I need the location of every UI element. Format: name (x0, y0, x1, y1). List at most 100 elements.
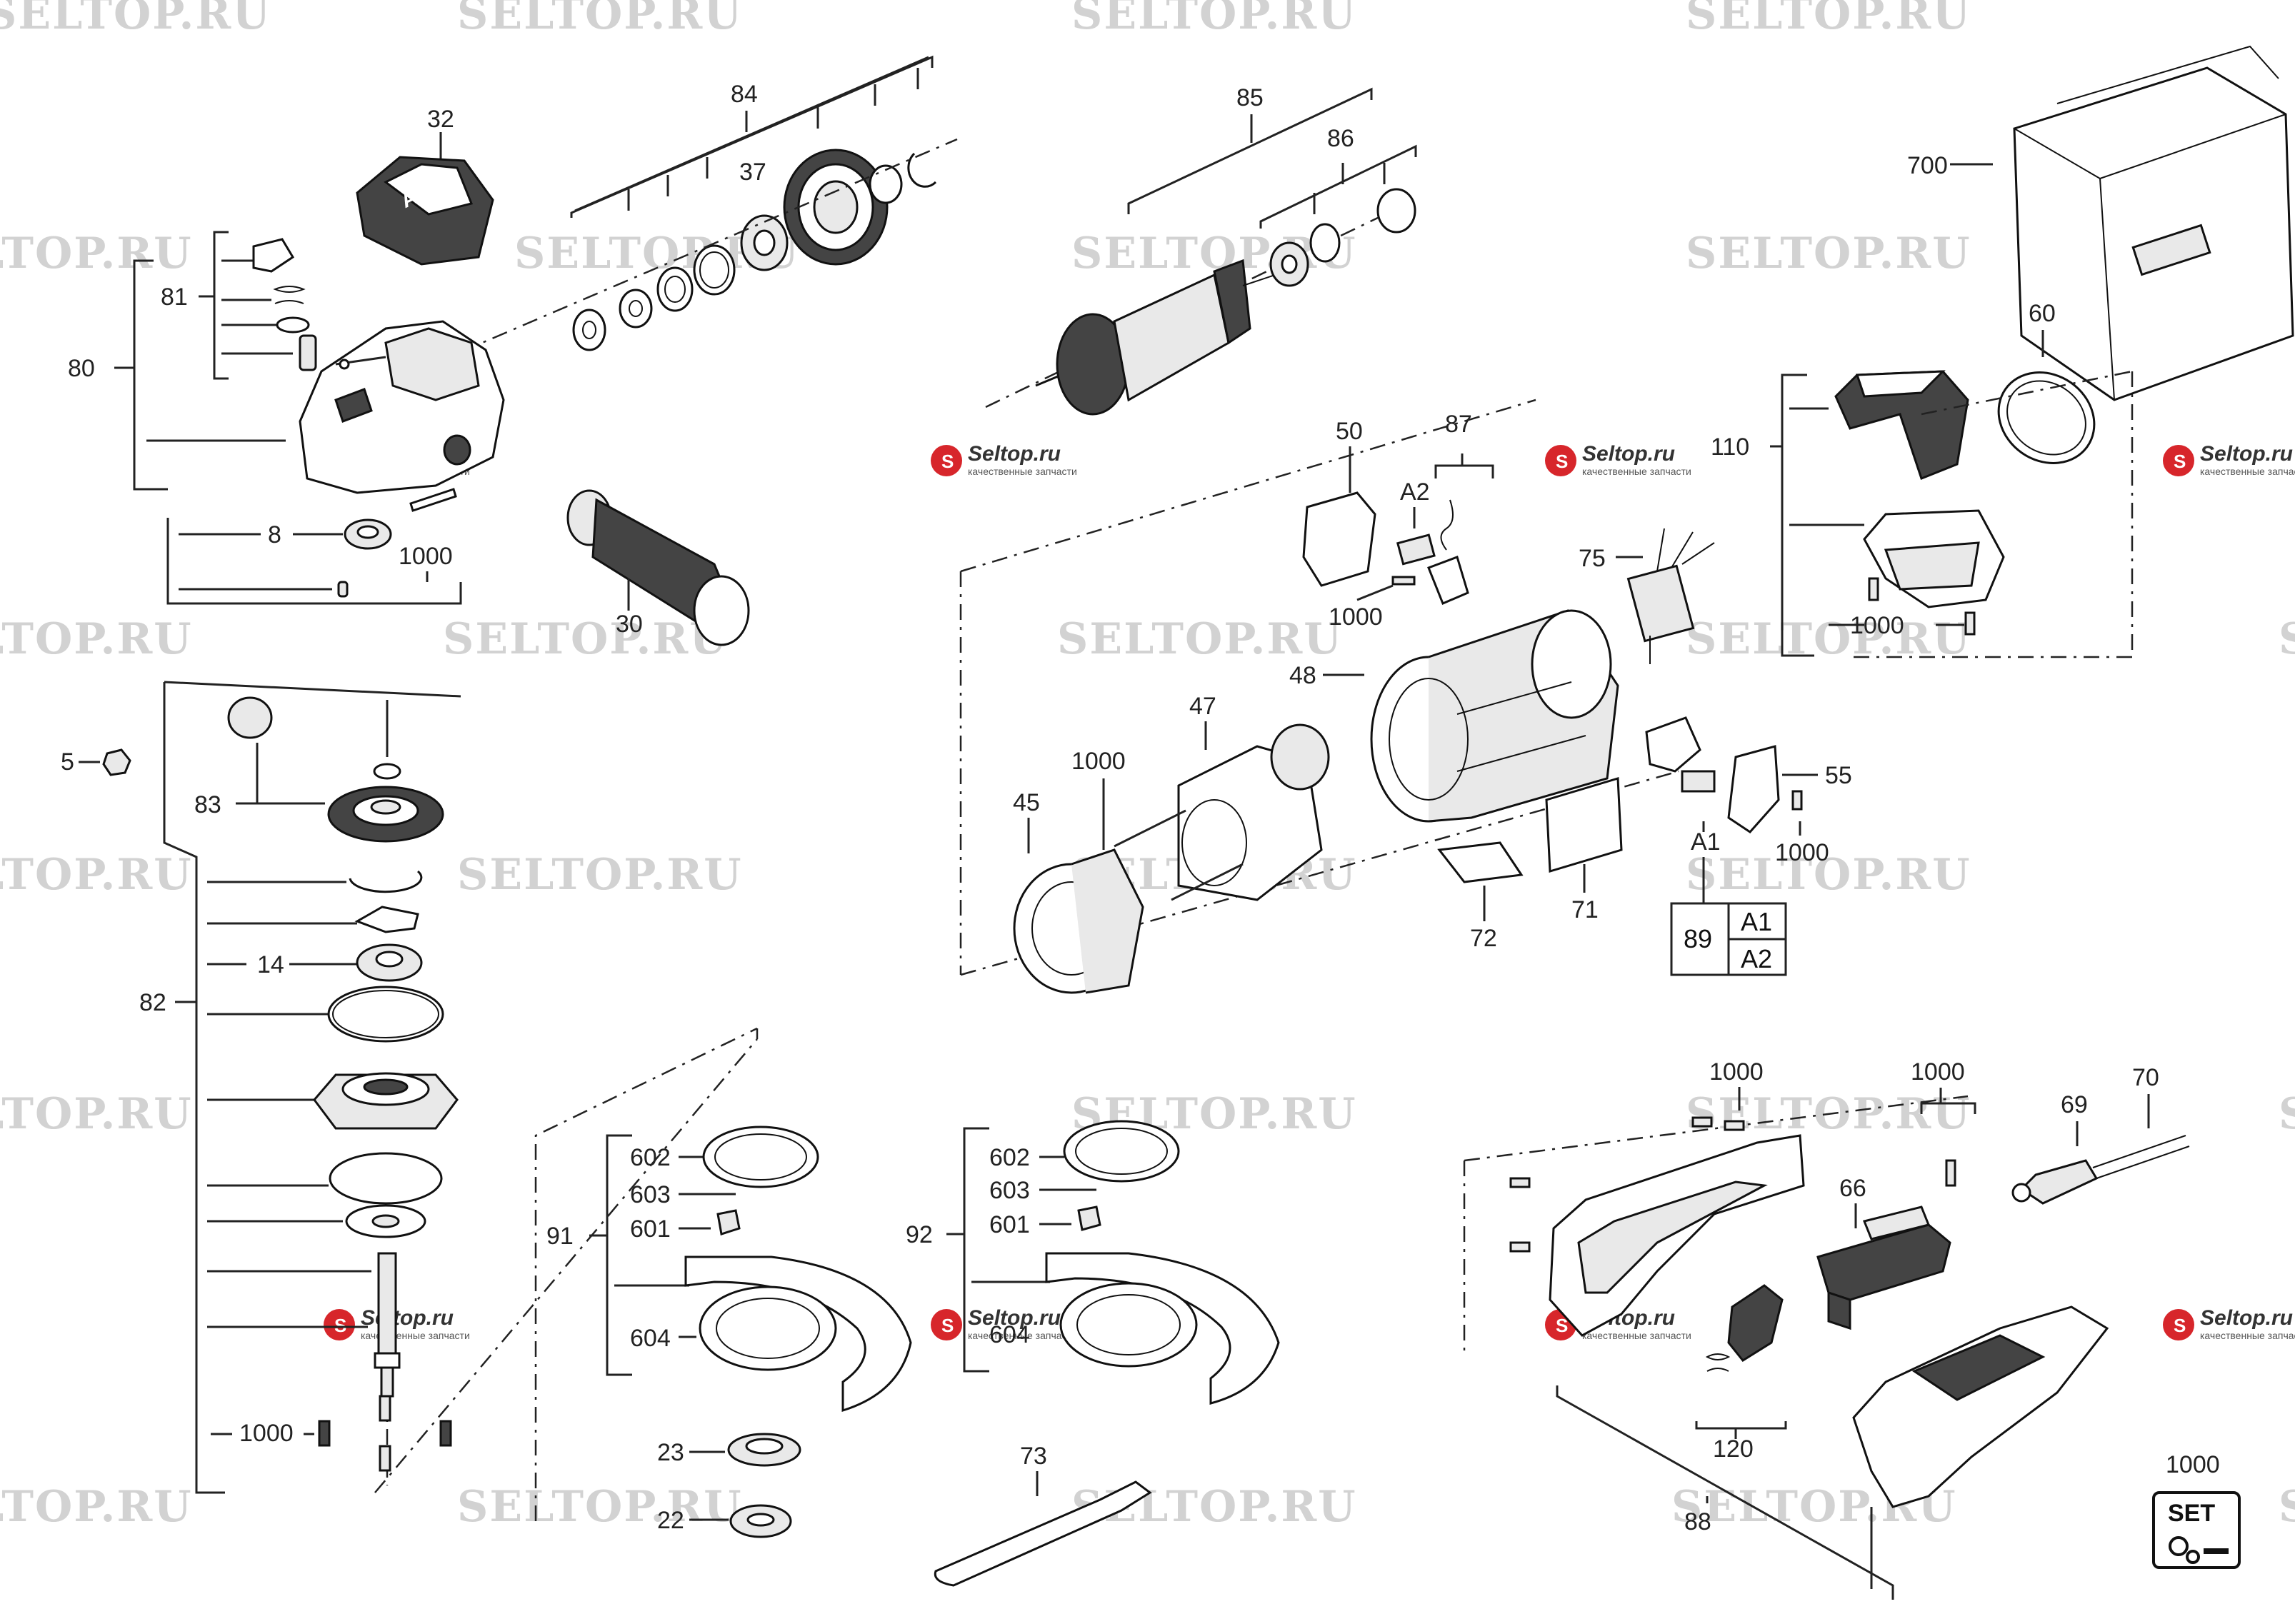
part-label-604: 604 (989, 1321, 1030, 1348)
clamp-lever-icon (716, 1209, 741, 1235)
watermark: SELTOP.RU (457, 1482, 743, 1532)
rating-label-icon (1437, 841, 1524, 883)
spring-icon (273, 286, 306, 304)
part-label-75: 75 (1579, 545, 1606, 572)
motor-cover-base-icon (1863, 509, 2005, 608)
armature-icon (1035, 259, 1286, 416)
part-label-92: 92 (906, 1221, 933, 1248)
brush-holder-plate-icon (1727, 745, 1780, 833)
logo-brand: Seltop.ru (968, 442, 1061, 466)
part-label-37: 37 (739, 159, 766, 186)
seltop-logo: S Seltop.ru качественные запчасти (2163, 1306, 2295, 1341)
logo-tagline: качественные запчасти (1582, 1330, 1691, 1341)
pin-icon (337, 581, 349, 598)
screw-icon (1868, 577, 1879, 601)
part-label-89-A2: A2 (1741, 944, 1772, 973)
part-label-1000: 1000 (2166, 1451, 2220, 1478)
logo-tagline: качественные запчасти (2200, 466, 2295, 477)
gear-cover-icon: AEG (356, 156, 494, 266)
part-label-601: 601 (989, 1211, 1030, 1238)
part-label-603: 603 (989, 1177, 1030, 1204)
switch-lever-icon (1727, 1284, 1784, 1362)
part-label-91: 91 (546, 1223, 574, 1250)
washer-icon (572, 309, 606, 351)
pinion-gear-icon (227, 696, 273, 739)
motor-cover-icon (1834, 370, 1969, 480)
spindle-group: 5 83 14 (61, 681, 759, 1494)
nut-icon (102, 748, 131, 776)
part-label-1000: 1000 (1071, 748, 1126, 775)
brush-holder-icon (1645, 716, 1701, 773)
part-label-73: 73 (1020, 1443, 1047, 1470)
screw-icon (1509, 1177, 1531, 1188)
carbon-brush-icon (1396, 533, 1436, 566)
part-label-1000: 1000 (239, 1420, 294, 1447)
part-label-50: 50 (1336, 418, 1363, 445)
guard-91-group: 91 602 603 601 604 (534, 1027, 912, 1521)
watermark: SELTOP.RU (0, 1482, 193, 1532)
spindle-icon (374, 1252, 401, 1398)
logo-brand: Seltop.ru (2200, 442, 2293, 466)
circlip-icon (373, 763, 401, 780)
part-label-66: 66 (1839, 1175, 1866, 1202)
screw-icon (409, 488, 457, 512)
screw-icon (1724, 1120, 1745, 1131)
part-label-700: 700 (1907, 152, 1948, 179)
clamp-ring-icon (1063, 1120, 1180, 1183)
cable-icon (2011, 1135, 2190, 1205)
svg-text:S: S (2174, 1315, 2186, 1336)
circlip-icon (349, 870, 423, 893)
part-label-86: 86 (1327, 125, 1354, 152)
logo-brand: Seltop.ru (2200, 1306, 2293, 1330)
ring-icon (276, 316, 310, 334)
flange-group: 23 22 73 (657, 1433, 1152, 1587)
seltop-logo: S Seltop.ru качественные запчасти (2163, 442, 2295, 477)
washer-icon (869, 164, 903, 204)
part-label-69: 69 (2061, 1091, 2088, 1118)
spring-clip-icon (1440, 499, 1454, 551)
part-label-603: 603 (630, 1181, 671, 1208)
logo-tagline: качественные запчасти (1582, 466, 1691, 477)
watermark: SELTOP.RU (1686, 614, 1971, 664)
screw-icon (1391, 576, 1416, 586)
bearing-sleeve-icon (1376, 188, 1416, 234)
part-label-45: 45 (1013, 789, 1040, 816)
o-ring-icon (329, 1152, 443, 1205)
screw-icon (1964, 611, 1976, 636)
motor-group: 50 87 A2 1000 75 48 (959, 399, 1852, 994)
svg-text:S: S (1556, 451, 1568, 472)
crown-gear-icon (327, 786, 444, 843)
part-label-601: 601 (630, 1216, 671, 1243)
watermark: SELTOP.RU (0, 229, 193, 279)
part-label-A2: A2 (1400, 478, 1430, 506)
seltop-logo: S Seltop.ru качественные запчасти (931, 442, 1077, 477)
o-ring-icon (327, 986, 444, 1043)
logo-brand: Seltop.ru (968, 1306, 1061, 1330)
gear-head-group: 84 37 32 AEG 80 (68, 55, 958, 646)
bevel-gear-icon (783, 149, 889, 266)
part-label-87: 87 (1445, 411, 1472, 438)
logo-brand: Seltop.ru (361, 1306, 454, 1330)
part-label-602: 602 (989, 1144, 1030, 1171)
part-label-82: 82 (139, 989, 166, 1016)
brush-holder-plate-icon (1302, 491, 1376, 587)
part-label-32: 32 (427, 106, 454, 133)
part-label-23: 23 (657, 1439, 684, 1466)
screw-icon (1691, 1116, 1713, 1128)
seltop-logo: S Seltop.ru качественные запчасти (1545, 442, 1691, 477)
watermark: SELTOP.RU (1057, 614, 1343, 664)
screw-icon (439, 1420, 452, 1447)
part-label-55: 55 (1825, 762, 1852, 789)
wheel-guard-icon (1045, 1252, 1280, 1405)
watermark: SELTOP.RU (1071, 0, 1357, 39)
screw-icon (1945, 1159, 1956, 1187)
part-label-47: 47 (1189, 693, 1216, 720)
svg-text:S: S (2174, 451, 2186, 472)
part-label-1000: 1000 (1911, 1058, 1965, 1086)
spring-icon (1705, 1353, 1731, 1372)
guard-92-group: 92 602 603 601 604 (906, 1120, 1280, 1405)
watermark: SELTOP.RU (0, 0, 271, 39)
circlip-icon (907, 152, 937, 188)
part-label-70: 70 (2132, 1064, 2159, 1091)
